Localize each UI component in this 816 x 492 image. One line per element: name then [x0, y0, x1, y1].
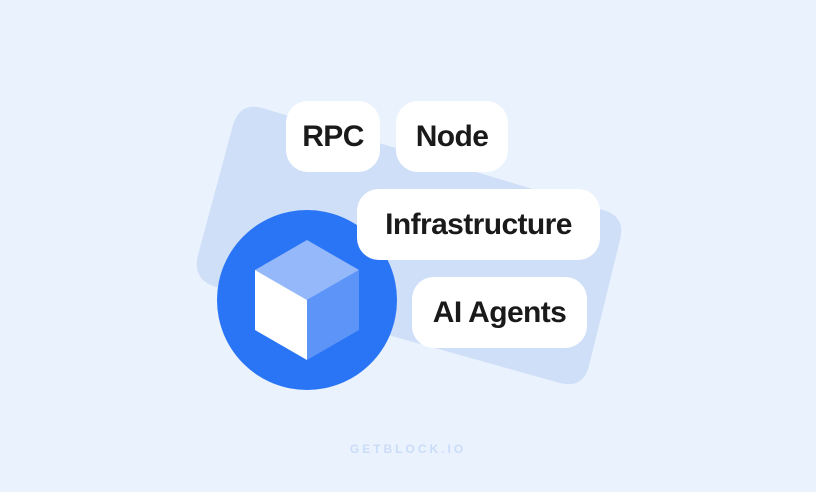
tag-node: Node: [396, 101, 508, 172]
brand-watermark: GETBLOCK.IO: [349, 442, 467, 456]
tag-label: Node: [415, 119, 489, 153]
tag-ai-agents: AI Agents: [412, 277, 587, 348]
tag-infrastructure: Infrastructure: [357, 189, 600, 260]
tag-rpc: RPC: [286, 101, 380, 172]
tag-label: Infrastructure: [385, 207, 572, 241]
tag-label: RPC: [302, 119, 364, 153]
tag-label: AI Agents: [432, 295, 567, 329]
